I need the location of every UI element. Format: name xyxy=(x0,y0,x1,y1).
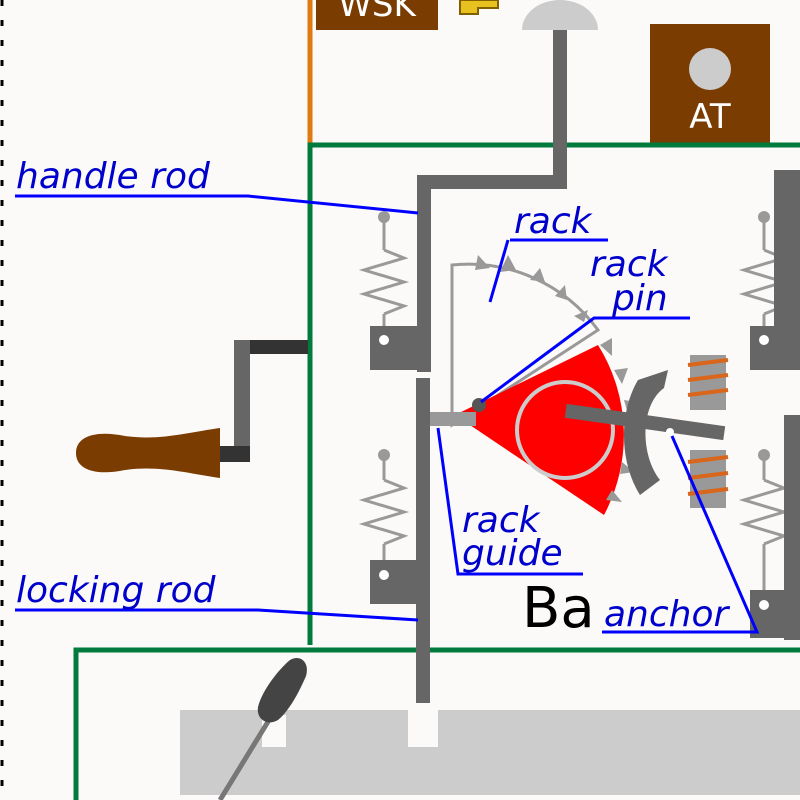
locking-rod[interactable] xyxy=(416,378,430,703)
spring-assembly-lower-left xyxy=(358,449,418,604)
bottom-slide-bar xyxy=(180,705,800,795)
rack-guide-label-line2: guide xyxy=(462,533,563,574)
handle-rod[interactable] xyxy=(417,30,567,372)
at-indicator-lamp xyxy=(689,48,731,90)
sector-wheel xyxy=(515,380,615,480)
coil-upper xyxy=(687,355,729,410)
rack-guide-label-line1: rack xyxy=(462,500,542,541)
rack-pin-label-line2: pin xyxy=(611,278,668,319)
mushroom-knob xyxy=(522,0,598,30)
lower-lever[interactable] xyxy=(217,657,307,800)
wsk-box: WSK xyxy=(316,0,438,30)
ba-label: Ba xyxy=(522,576,595,641)
anchor-label: anchor xyxy=(604,594,731,635)
spring-assembly-lower-right xyxy=(738,415,800,640)
anchor xyxy=(564,370,726,495)
wsk-label: WSK xyxy=(338,0,417,25)
rack-label: rack xyxy=(514,201,594,242)
crank-handle[interactable] xyxy=(76,340,308,478)
leader-lines xyxy=(15,194,760,634)
spring-assembly-upper-right xyxy=(738,170,800,370)
yellow-key-piece xyxy=(459,0,499,15)
coil-lower xyxy=(687,450,729,508)
at-box: AT xyxy=(650,24,770,144)
spring-assembly-upper-left xyxy=(358,211,418,370)
at-label: AT xyxy=(689,97,731,137)
lower-frame xyxy=(73,647,800,800)
locking-rod-label: locking rod xyxy=(16,570,217,611)
rack xyxy=(450,255,601,428)
handle-rod-label: handle rod xyxy=(16,156,211,197)
rack-pin-label-line1: rack xyxy=(590,244,670,285)
rack-guide xyxy=(430,412,476,426)
upper-frame xyxy=(307,142,800,645)
